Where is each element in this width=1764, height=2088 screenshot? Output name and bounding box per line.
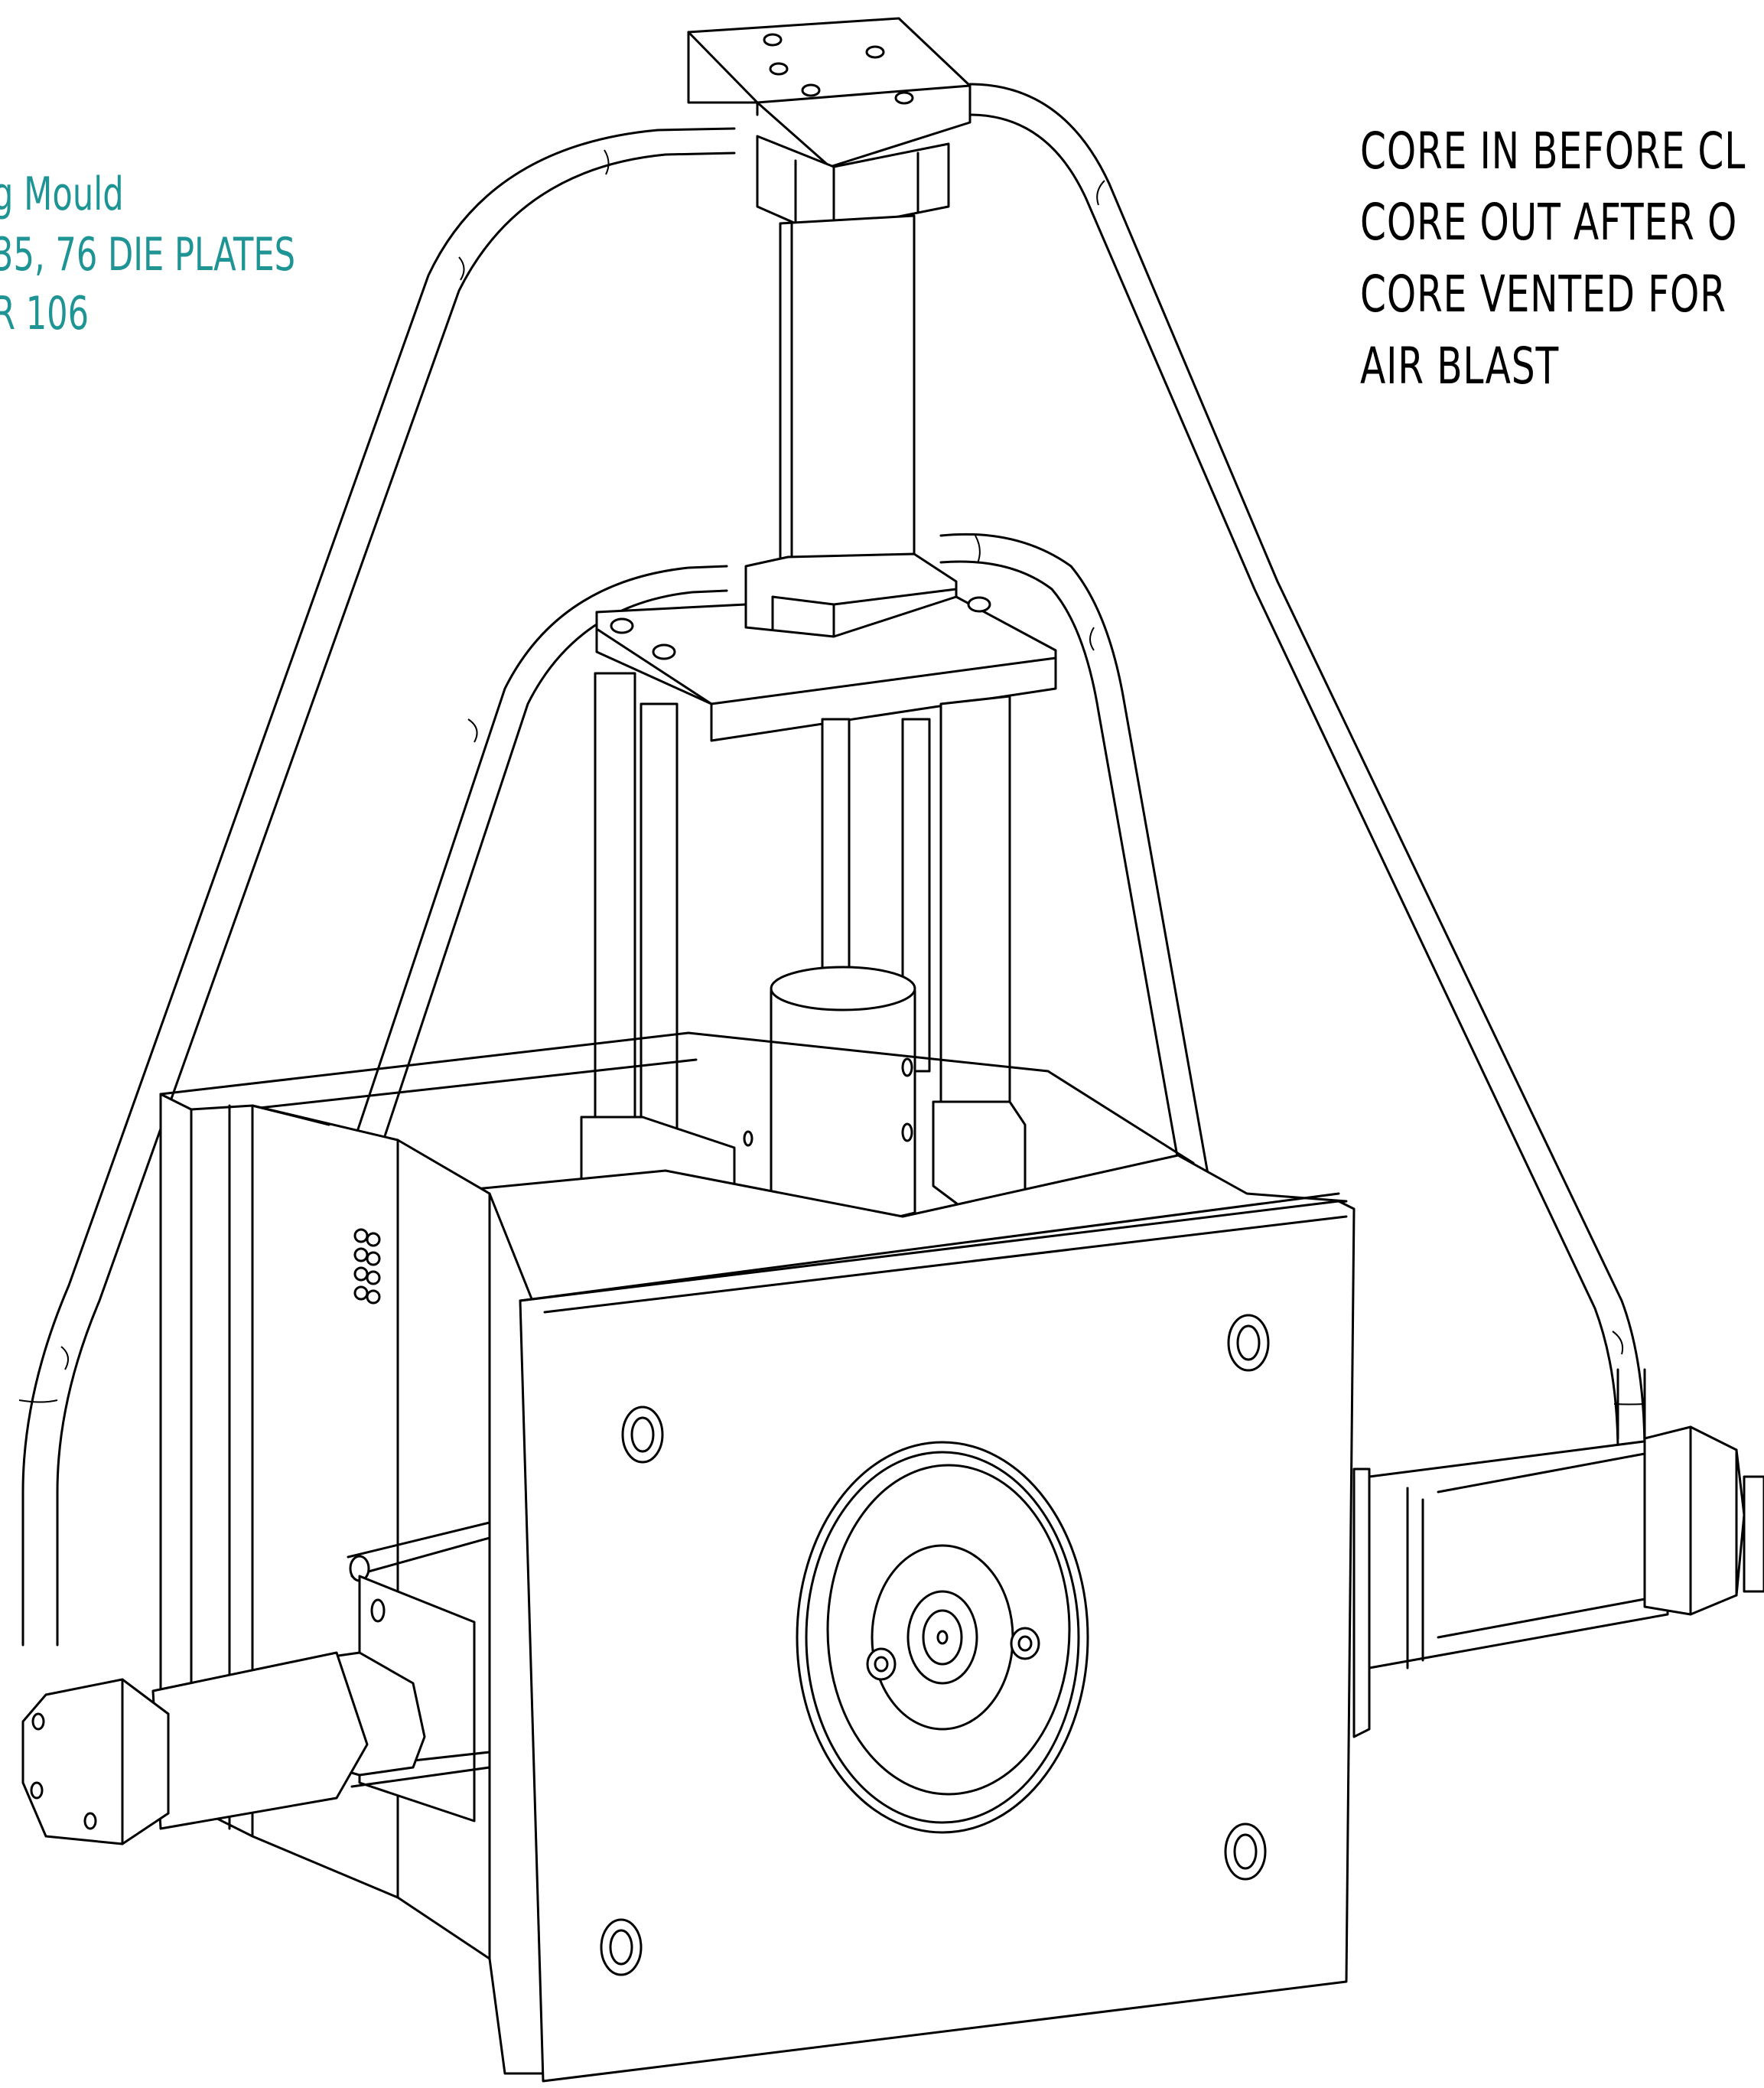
top-cylinder <box>687 17 972 667</box>
right-core-cylinder <box>1352 1425 1764 1738</box>
core-cylinder <box>743 966 916 1223</box>
left-title-line-1: g Mould <box>0 168 124 221</box>
left-core-cylinder <box>21 1521 491 1845</box>
left-title-line-3: R 106 <box>0 287 90 340</box>
instruction-line-2: CORE OUT AFTER O <box>1360 193 1738 252</box>
lifting-frame <box>18 83 1646 1647</box>
instruction-line-4: AIR BLAST <box>1360 337 1560 396</box>
mould-body <box>159 1031 1356 2083</box>
instruction-line-3: CORE VENTED FOR <box>1360 265 1727 324</box>
cooling-connectors <box>353 1228 381 1305</box>
instruction-line-1: CORE IN BEFORE CL <box>1360 122 1746 181</box>
left-title-line-2: 35, 76 DIE PLATES <box>0 228 296 282</box>
